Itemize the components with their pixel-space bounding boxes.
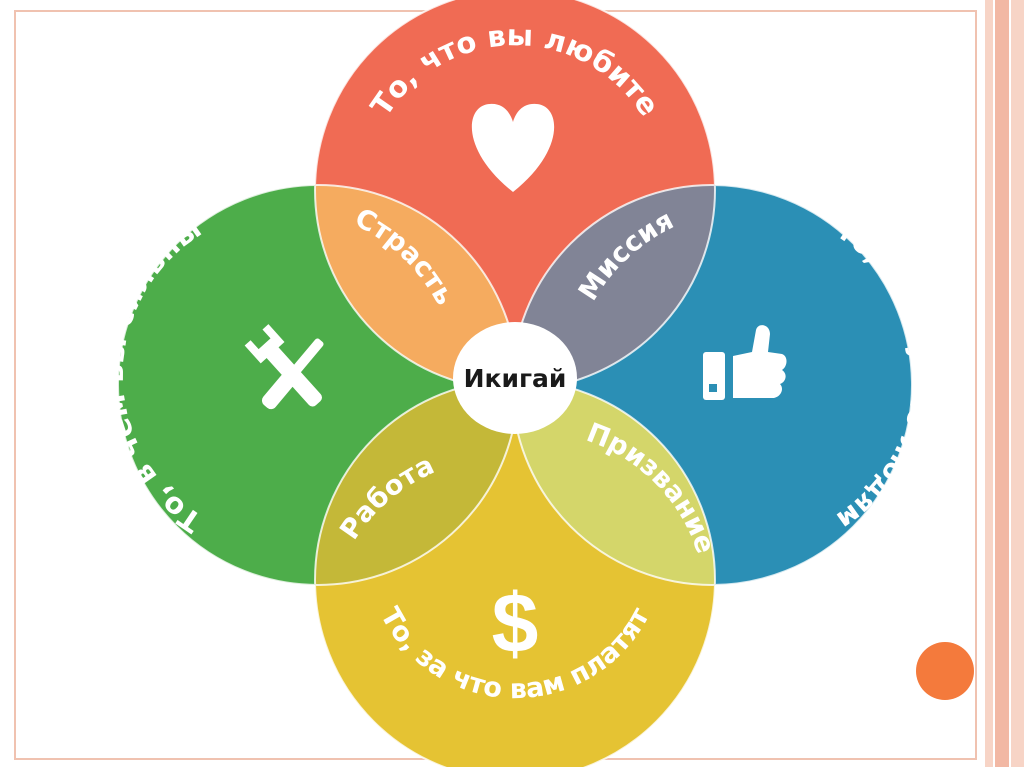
tools-icon <box>244 324 324 410</box>
center-label: Икигай <box>464 364 567 393</box>
accent-dot <box>916 642 974 700</box>
thumbs-up-icon <box>703 325 787 400</box>
right-stripe-2 <box>995 0 1009 767</box>
dollar-icon: $ <box>492 576 539 670</box>
ikigai-center <box>453 322 577 434</box>
heart-icon <box>471 103 555 192</box>
right-stripe-3 <box>1011 0 1024 767</box>
right-stripe-1 <box>985 0 993 767</box>
